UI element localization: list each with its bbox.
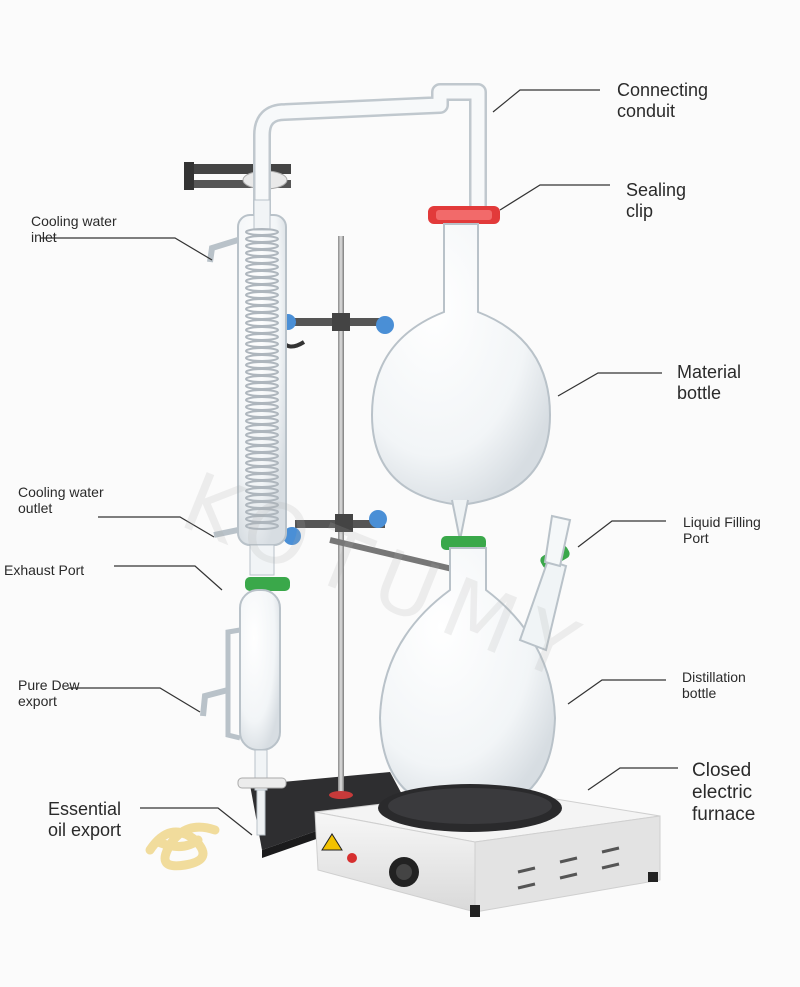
leader-distillation-bottle [567, 679, 666, 705]
leader-exhaust-port [114, 565, 223, 591]
material-bottle [370, 223, 552, 541]
label-pure-dew-export: Pure Dew export [18, 677, 80, 710]
leader-cooling-water-inlet [40, 237, 213, 261]
condenser-coil-ring [245, 522, 279, 530]
label-liquid-filling-port: Liquid Filling Port [683, 514, 761, 547]
distillation-bottle [378, 514, 572, 814]
condenser [207, 199, 287, 576]
leader-connecting-conduit [492, 89, 600, 113]
leader-lines [40, 89, 678, 836]
top-clamp [184, 162, 291, 190]
electric-furnace [314, 784, 661, 917]
label-cooling-water-outlet: Cooling water outlet [18, 484, 104, 517]
leader-closed-electric-furnace [587, 767, 678, 791]
label-cooling-water-inlet: Cooling water inlet [31, 213, 117, 246]
rod-collar [329, 791, 353, 799]
leader-liquid-filling-port [577, 520, 666, 548]
leader-sealing-clip [499, 184, 610, 211]
label-distillation-bottle: Distillation bottle [682, 669, 746, 702]
lower-clamp [283, 510, 466, 575]
upper-clamp [279, 313, 394, 349]
receiver [200, 589, 287, 836]
label-exhaust-port: Exhaust Port [4, 562, 85, 578]
leader-essential-oil-export [140, 807, 253, 836]
leader-material-bottle [557, 372, 662, 397]
label-material-bottle: Material bottle [677, 362, 742, 403]
leader-pure-dew-export [68, 687, 201, 713]
leader-cooling-water-outlet [98, 516, 215, 538]
label-connecting-conduit: Connecting conduit [617, 80, 709, 121]
label-sealing-clip: Sealing clip [626, 180, 687, 221]
label-essential-oil-export: Essential oil export [48, 799, 122, 840]
label-closed-electric-furnace: Closed electric furnace [692, 760, 756, 825]
rubber-tubing [145, 822, 220, 871]
